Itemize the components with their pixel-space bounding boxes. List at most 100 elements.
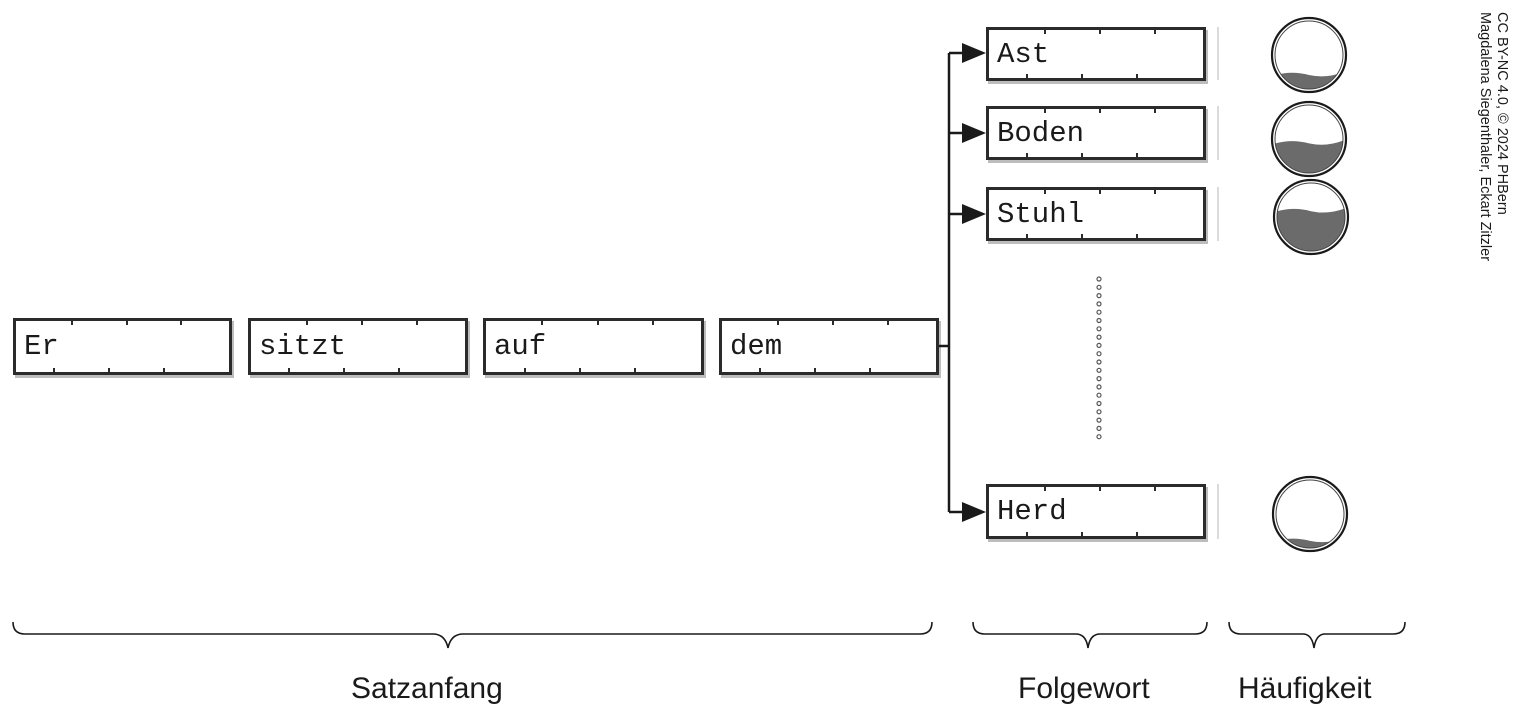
box-tick <box>1044 189 1046 194</box>
braces <box>12 621 1406 649</box>
word-text: dem <box>730 330 783 363</box>
arrowheads <box>962 43 986 522</box>
box-tick <box>1026 74 1028 79</box>
arrow-stuhl-icon <box>962 204 986 224</box>
ellipsis-dots <box>1096 276 1102 440</box>
ellipsis-dot <box>1096 367 1102 373</box>
box-tick <box>832 320 834 325</box>
box-tick <box>652 320 654 325</box>
box-tick <box>1081 74 1083 79</box>
box-tick <box>1099 108 1101 113</box>
ellipsis-dot <box>1096 342 1102 348</box>
brace-haeufigkeit <box>1228 621 1406 649</box>
label-satzanfang: Satzanfang <box>351 672 503 705</box>
frequency-jars <box>1270 16 1350 553</box>
next-word-text: Ast <box>997 37 1050 71</box>
jar-outline-ast <box>1270 16 1348 94</box>
ellipsis-dot <box>1096 326 1102 332</box>
box-tick <box>306 320 308 325</box>
box-tick <box>1136 153 1138 158</box>
box-tick <box>1154 108 1156 113</box>
label-haeufigkeit: Häufigkeit <box>1238 672 1372 705</box>
word-text: Er <box>24 330 59 363</box>
word-box-er: Er <box>13 318 232 375</box>
box-tick <box>361 320 363 325</box>
label-folgewort: Folgewort <box>1018 672 1150 705</box>
next-word-text: Herd <box>997 495 1067 528</box>
ellipsis-dot <box>1096 400 1102 407</box>
box-tick <box>887 320 889 325</box>
box-tick <box>71 320 73 325</box>
ellipsis-dot <box>1096 334 1102 340</box>
box-tick <box>126 320 128 325</box>
jar-inner-ring <box>1274 104 1344 174</box>
box-tick <box>1154 486 1156 491</box>
next-word-box-boden: Boden <box>986 106 1206 160</box>
word-text: auf <box>494 330 547 363</box>
arrow-ast-icon <box>962 43 986 63</box>
box-tick <box>1081 532 1083 537</box>
box-tick <box>398 368 400 373</box>
box-tick <box>524 368 526 373</box>
box-tick <box>1136 74 1138 79</box>
credit-line-1: CC BY-NC 4.0, © 2024 PHBern <box>1494 12 1510 215</box>
box-tick <box>1026 234 1028 239</box>
word-text: sitzt <box>259 330 347 363</box>
ellipsis-dot <box>1096 293 1102 299</box>
jar-inner-ring <box>1275 479 1345 549</box>
box-tick <box>1081 153 1083 158</box>
box-tick <box>777 320 779 325</box>
ellipsis-dot <box>1096 392 1102 398</box>
ellipsis-dot <box>1096 359 1102 365</box>
jar-outline-stuhl <box>1272 178 1350 256</box>
box-tick <box>579 368 581 373</box>
box-tick <box>1081 234 1083 239</box>
ellipsis-dot <box>1096 309 1102 315</box>
ellipsis-dot <box>1096 434 1102 440</box>
box-tick <box>163 368 165 373</box>
box-tick <box>1044 108 1046 113</box>
box-tick <box>1099 29 1101 34</box>
box-tick <box>180 320 182 325</box>
jar-fill-stuhl <box>1277 207 1345 251</box>
ellipsis-dot <box>1096 317 1102 324</box>
box-tick <box>1099 486 1101 491</box>
ellipsis-dot <box>1096 284 1102 290</box>
box-tick <box>759 368 761 373</box>
next-word-box-ast: Ast <box>986 27 1206 81</box>
box-tick <box>343 368 345 373</box>
ellipsis-dot <box>1096 351 1102 357</box>
ellipsis-dot <box>1096 425 1102 431</box>
box-tick <box>597 320 599 325</box>
box-tick <box>1044 29 1046 34</box>
box-tick <box>1154 29 1156 34</box>
box-tick <box>53 368 55 373</box>
jar-outline-boden <box>1270 100 1348 178</box>
box-tick <box>1026 153 1028 158</box>
word-box-auf: auf <box>483 318 704 375</box>
box-tick <box>869 368 871 373</box>
box-tick <box>416 320 418 325</box>
credit-line-2: Magdalena Siegenthaler, Eckart Zitzler <box>1477 12 1493 262</box>
brace-satzanfang <box>12 621 933 649</box>
ellipsis-dot <box>1096 384 1102 390</box>
box-tick <box>814 368 816 373</box>
ellipsis-dot <box>1096 409 1102 415</box>
jar-fill-boden <box>1275 139 1343 173</box>
jar-outline-herd <box>1271 475 1349 553</box>
brace-folgewort <box>972 621 1208 649</box>
box-tick <box>1044 486 1046 491</box>
branch-connector <box>939 51 966 514</box>
box-tick <box>1154 189 1156 194</box>
ellipsis-dot <box>1096 276 1102 282</box>
box-tick <box>1136 234 1138 239</box>
credit-text: CC BY-NC 4.0, © 2024 PHBern Magdalena Si… <box>1476 12 1510 261</box>
arrow-herd-icon <box>962 502 986 522</box>
box-tick <box>1026 532 1028 537</box>
ellipsis-dot <box>1096 417 1102 423</box>
box-tick <box>541 320 543 325</box>
next-word-box-herd: Herd <box>986 484 1206 539</box>
box-tick <box>634 368 636 373</box>
next-word-box-stuhl: Stuhl <box>986 187 1206 241</box>
